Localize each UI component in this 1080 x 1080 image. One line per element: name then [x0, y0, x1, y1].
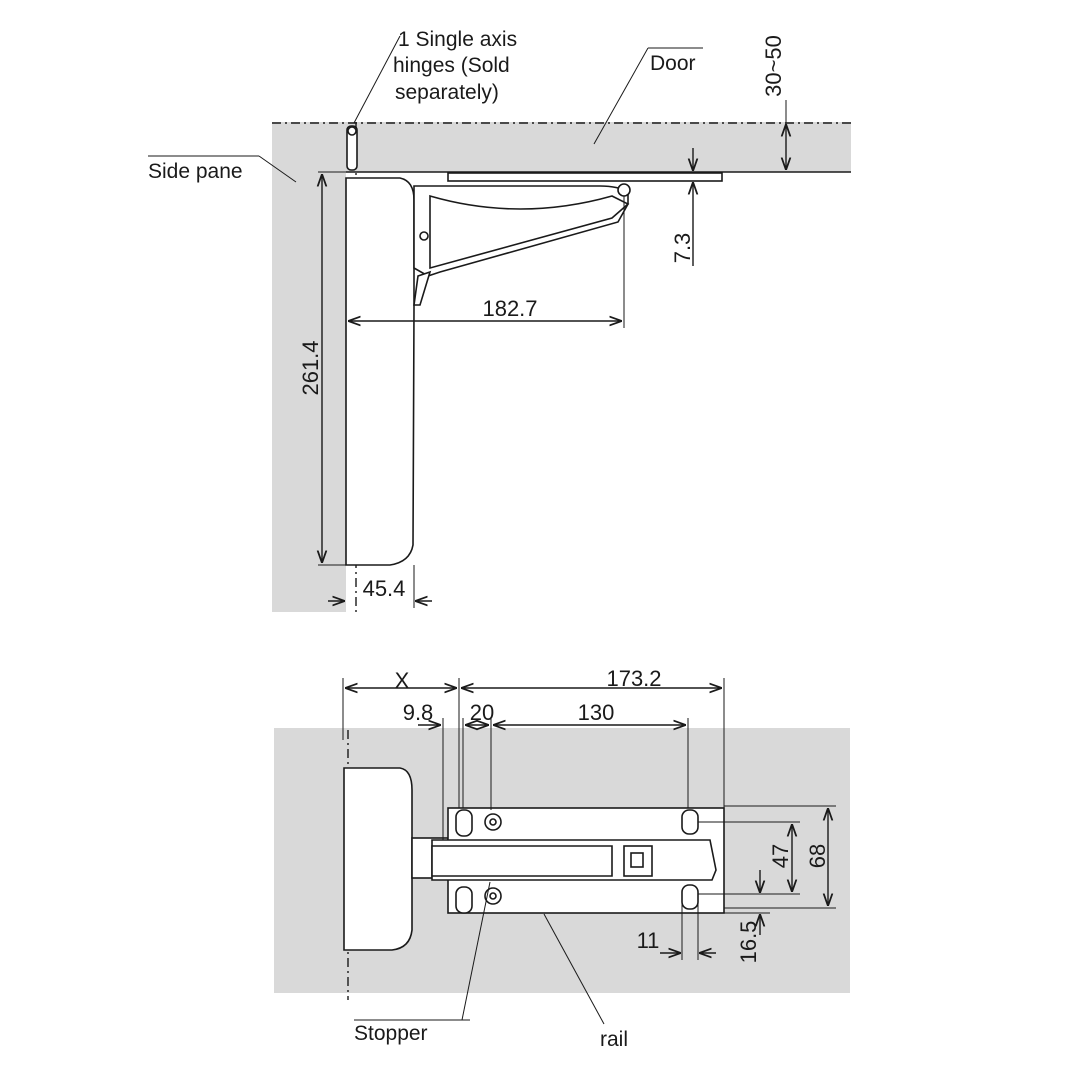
rail-arm	[431, 839, 717, 881]
hinge-label-1: 1 Single axis	[398, 28, 517, 51]
dim-depth: 45.4	[328, 565, 432, 608]
dim-edge: 9.8	[403, 700, 444, 840]
dim-height-label: 261.4	[298, 340, 323, 395]
dim-x: X	[342, 668, 460, 808]
rail-label: rail	[600, 1028, 628, 1051]
dim-rail-edge: 16.5	[724, 870, 770, 963]
dim-hole-inset: 11	[637, 900, 716, 960]
hinge-label-3: separately)	[395, 81, 499, 104]
dim-door-thickness: 30~50	[761, 35, 786, 170]
bottom-view: X 173.2 9.8 20 130	[274, 666, 850, 1051]
dim-widths: 47 68	[698, 805, 836, 909]
stopper-label: Stopper	[354, 1022, 428, 1045]
dim-offset-label: 7.3	[670, 233, 695, 264]
dim-overall: 173.2	[461, 666, 725, 808]
dim-rail-edge-label: 16.5	[736, 921, 761, 964]
dim-outer-width-label: 68	[805, 844, 830, 868]
dim-reach: 182.7	[348, 196, 625, 328]
hinge-label-2: hinges (Sold	[393, 54, 510, 77]
dim-reach-label: 182.7	[482, 296, 537, 321]
hinge-callout: 1 Single axis hinges (Sold separately)	[353, 28, 517, 124]
dim-holes: 20 130	[462, 700, 689, 810]
single-axis-hinge	[346, 125, 358, 171]
dim-offset: 7.3	[670, 148, 695, 266]
side-panel-region	[272, 122, 346, 612]
dim-door-thickness-label: 30~50	[761, 35, 786, 97]
side-panel-callout: Side pane	[148, 155, 297, 183]
dim-depth-label: 45.4	[363, 576, 406, 601]
door-region	[346, 122, 851, 172]
top-view: 261.4 182.7 45.4 7.3 30~50	[148, 28, 851, 612]
dim-overall-label: 173.2	[606, 666, 661, 691]
dim-first-hole-label: 20	[470, 700, 494, 725]
rail-callout: rail	[543, 913, 628, 1051]
door-label: Door	[650, 52, 696, 75]
dim-hole-pitch-label: 130	[578, 700, 615, 725]
dim-inner-width-label: 47	[768, 844, 793, 868]
dim-height: 261.4	[298, 171, 346, 566]
stopper-callout: Stopper	[354, 881, 491, 1045]
door-callout: Door	[593, 47, 703, 145]
side-panel-label: Side pane	[148, 160, 243, 183]
dim-edge-label: 9.8	[403, 700, 434, 725]
dim-hole-inset-label: 11	[637, 928, 660, 953]
lid-stay-body	[345, 172, 723, 566]
dim-x-label: X	[395, 668, 410, 693]
